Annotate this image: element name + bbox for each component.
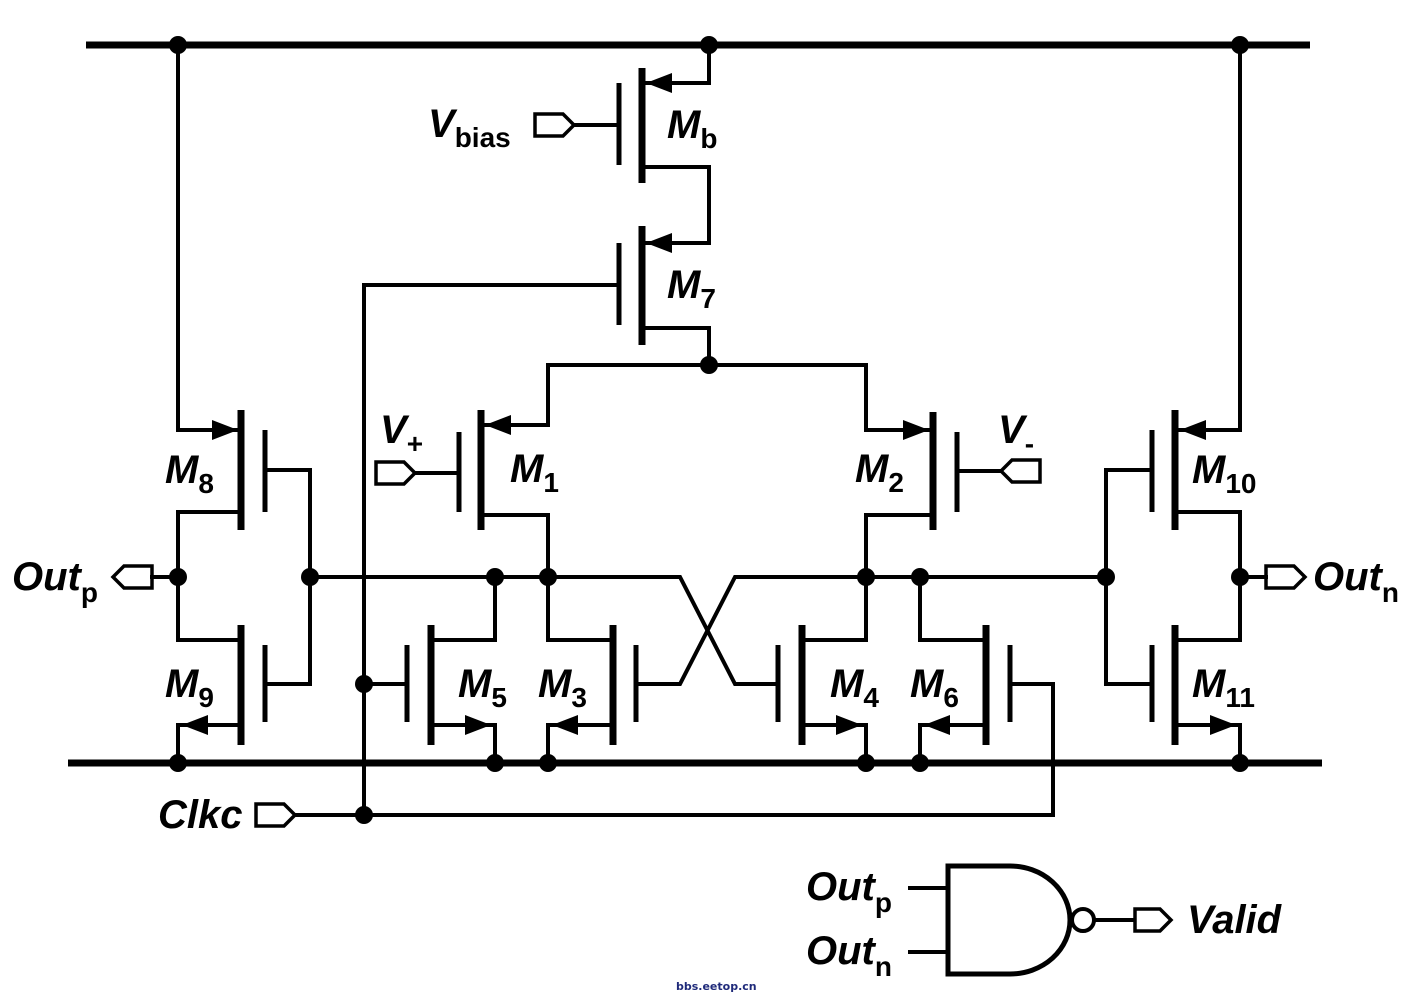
transistor-m6 — [362, 575, 1055, 817]
label-m2: M2 — [855, 447, 904, 498]
label-valid: Valid — [1187, 898, 1283, 942]
transistor-m1 — [410, 410, 550, 579]
label-m7: M7 — [667, 263, 716, 314]
transistor-m8 — [176, 43, 312, 642]
label-m9: M9 — [165, 662, 214, 713]
label-vminus: V- — [998, 408, 1034, 459]
label-gate-in1: Outp — [806, 865, 892, 918]
transistor-m2 — [864, 412, 1004, 579]
label-mb: Mb — [667, 103, 717, 154]
label-m3: M3 — [538, 662, 587, 713]
junction-dots — [169, 36, 1249, 824]
transistor-m4 — [546, 575, 868, 765]
transistor-m7 — [362, 226, 711, 817]
nand-gate — [908, 863, 1174, 977]
label-m1: M1 — [510, 447, 559, 498]
valid-pin — [1133, 907, 1174, 933]
transistor-m10 — [1104, 43, 1242, 686]
transistor-m9 — [176, 575, 312, 765]
outp-pin — [110, 564, 154, 590]
clkc-pin — [254, 802, 298, 828]
outn-pin — [1264, 564, 1308, 590]
vplus-pin — [374, 460, 418, 486]
vbias-pin — [533, 112, 577, 138]
label-m5: M5 — [458, 662, 507, 713]
vminus-pin — [998, 458, 1042, 484]
label-outp: Outp — [12, 555, 98, 608]
transistor-m11 — [1104, 625, 1242, 765]
label-vplus: V+ — [380, 408, 423, 459]
label-m8: M8 — [165, 448, 214, 499]
tail-node-wire — [546, 363, 868, 430]
label-outn: Outn — [1313, 555, 1399, 608]
label-m11: M11 — [1192, 662, 1255, 713]
watermark: bbs.eetop.cn — [676, 980, 757, 993]
label-vbias: Vbias — [428, 102, 511, 153]
label-m4: M4 — [830, 662, 879, 713]
transistor-m3 — [546, 575, 868, 765]
label-gate-in2: Outn — [806, 929, 892, 982]
label-clkc: Clkc — [158, 793, 243, 837]
label-m6: M6 — [910, 662, 959, 713]
label-m10: M10 — [1192, 448, 1256, 499]
